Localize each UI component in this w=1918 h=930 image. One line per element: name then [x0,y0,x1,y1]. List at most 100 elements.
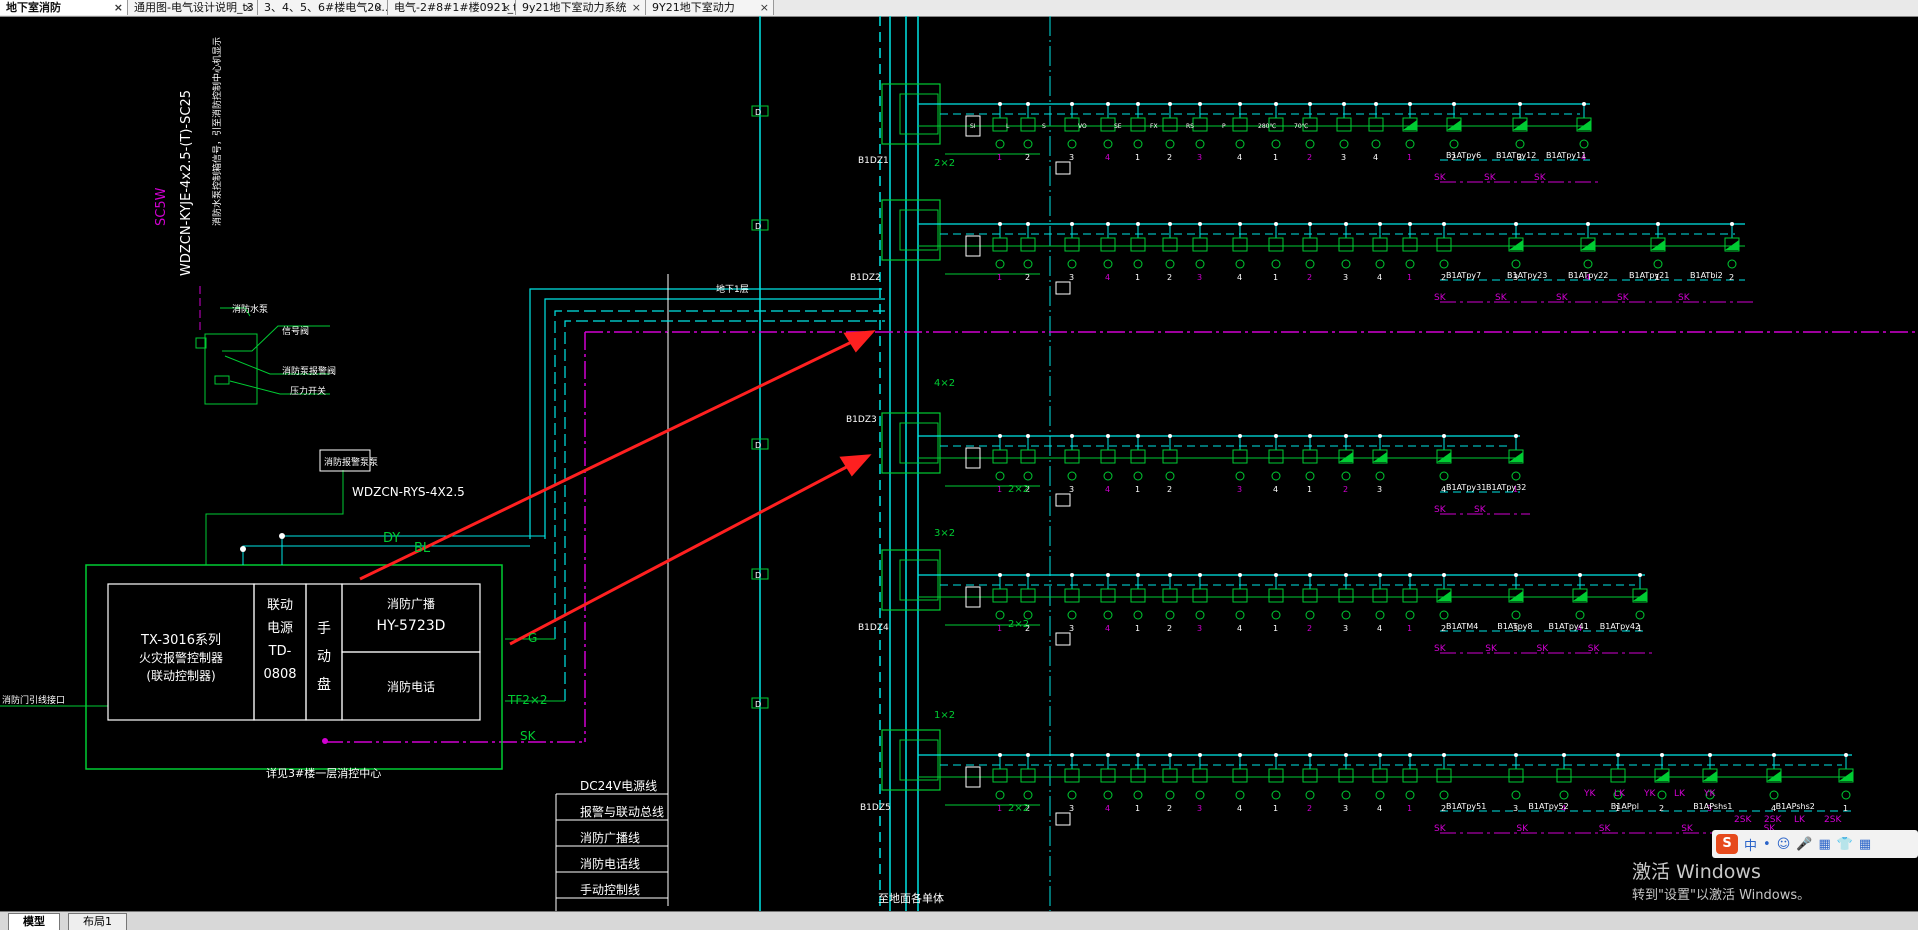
close-icon[interactable]: × [631,1,641,14]
device-symbol [1436,237,1452,252]
device-count: 2 [1167,153,1172,162]
drawing-tab-2[interactable]: 3、4、5、6#楼电气20…× [258,0,388,15]
device-symbol [1064,237,1080,252]
junction-inner [899,209,939,251]
drawing-tab-0[interactable]: 地下室消防 × [0,0,128,15]
drawing-tab-4[interactable]: 9y21地下室动力系统× [516,0,646,15]
line-legend-label: 消防广播线 [580,830,640,845]
ime-skin-icon[interactable]: 👕 [1836,836,1853,852]
device-tag-label: B1ATpy12 [1496,151,1536,160]
device-tag-label: B1ATpy22 [1568,271,1608,280]
multiplier-label: 3×2 [934,528,955,539]
junction-inner [899,739,939,781]
tf-label: TF2×2 [507,693,548,707]
ime-mode-icon[interactable]: 中 [1744,838,1758,854]
close-icon[interactable]: × [243,1,253,14]
device-count: 4 [1105,624,1110,633]
box-id-label: B1DZ2 [850,273,881,283]
device-symbol [1556,768,1572,783]
device-symbol [1064,768,1080,783]
sk-tag: SK [1434,173,1447,183]
device-count: 3 [1069,624,1074,633]
marker-letter: D [755,441,761,450]
sk-tag: SK [1434,505,1447,515]
close-icon[interactable]: × [373,1,383,14]
close-icon[interactable]: × [113,1,123,14]
device-symbol [1232,117,1248,132]
damper-icon [1447,120,1461,130]
device-symbol [1268,588,1284,603]
damper-icon [1725,240,1739,250]
sk-tag: SK [1434,644,1447,654]
sk-tag: SK [1764,824,1777,834]
device-symbol [992,237,1008,252]
controller-label: 火灾报警控制器 [139,650,223,665]
damper-icon [1577,120,1591,130]
symbol-label: SI [970,123,976,130]
device-symbol [1020,117,1036,132]
ime-emoji-icon[interactable]: ☺ [1776,836,1791,852]
tab-label: 地下室消防 [6,1,61,14]
device-symbol [1130,449,1146,464]
damper-icon [1581,240,1595,250]
small-legend-label: 消防泵报警阀 [282,365,336,377]
row5-tag: 2SK [1824,815,1842,825]
small-legend-label: 消防水泵 [232,303,268,315]
device-tag-label: B1ATpy11 [1546,151,1586,160]
row5-tag: YK [1643,789,1656,799]
device-tag-label: B1APpl [1611,802,1639,811]
sk-tag: SK [1588,644,1601,654]
close-icon[interactable]: × [501,1,511,14]
power-label: 电源 [267,621,293,636]
device-symbol [1064,117,1080,132]
device-count: 1 [1273,273,1278,282]
detector-marker [751,438,769,450]
device-symbol [1402,588,1418,603]
ime-voice-icon[interactable]: 🎤 [1796,836,1813,852]
vertical-note: 消防水泵控制箱信号，引至消防控制中心机显示 [211,37,223,226]
device-count: 4 [1237,804,1242,813]
symbol-label: S [1042,123,1046,130]
device-symbol [1064,588,1080,603]
ime-toolbox-icon[interactable]: ▦ [1858,836,1872,852]
device-count: 1 [997,624,1002,633]
ime-punct-icon[interactable]: • [1763,836,1771,852]
controller-label: (联动控制器) [146,669,215,683]
device-count: 4 [1105,804,1110,813]
device-tag-label: B1ATpy31 [1446,483,1486,492]
detector-marker [751,105,769,117]
device-symbol [1402,237,1418,252]
manual-panel-label: 盘 [317,676,331,693]
device-count: 4 [1441,485,1446,494]
device-count: 4 [1585,273,1590,282]
ime-keyboard-icon[interactable]: ▦ [1818,836,1831,852]
line-legend-label: 消防电话线 [580,856,640,871]
device-count: 3 [1237,485,1242,494]
close-icon[interactable]: × [759,1,769,14]
device-count: 1 [1615,804,1620,813]
device-symbol [1268,117,1284,132]
device-tag-label: B1ATpy8 [1497,622,1532,631]
layout-tab-layout1[interactable]: 布局1 [68,913,127,930]
device-count: 4 [1273,485,1278,494]
device-count: 4 [1561,804,1566,813]
device-count: 1 [1135,624,1140,633]
broadcast-label: 消防广播 [387,596,435,611]
device-count: 4 [1577,624,1582,633]
layout-tab-model[interactable]: 模型 [8,913,60,930]
drawing-tab-5[interactable]: 9Y21地下室动力× [646,0,774,15]
ime-toolbar[interactable]: S 中 • ☺ 🎤 ▦ 👕 ▦ [1712,830,1918,858]
device-count: 3 [1069,273,1074,282]
line-legend-label: 手动控制线 [580,883,640,897]
layout-tab-bar: 模型 布局1 [0,911,1918,930]
device-count: 2 [1025,804,1030,813]
drawing-tab-1[interactable]: 通用图-电气设计说明_t3× [128,0,258,15]
device-count: 2 [1167,273,1172,282]
drawing-tab-3[interactable]: 电气-2#8#1#楼0921_t3× [388,0,516,15]
device-count: 1 [997,153,1002,162]
sk-tag: SK [1617,293,1630,303]
device-symbol [1232,768,1248,783]
